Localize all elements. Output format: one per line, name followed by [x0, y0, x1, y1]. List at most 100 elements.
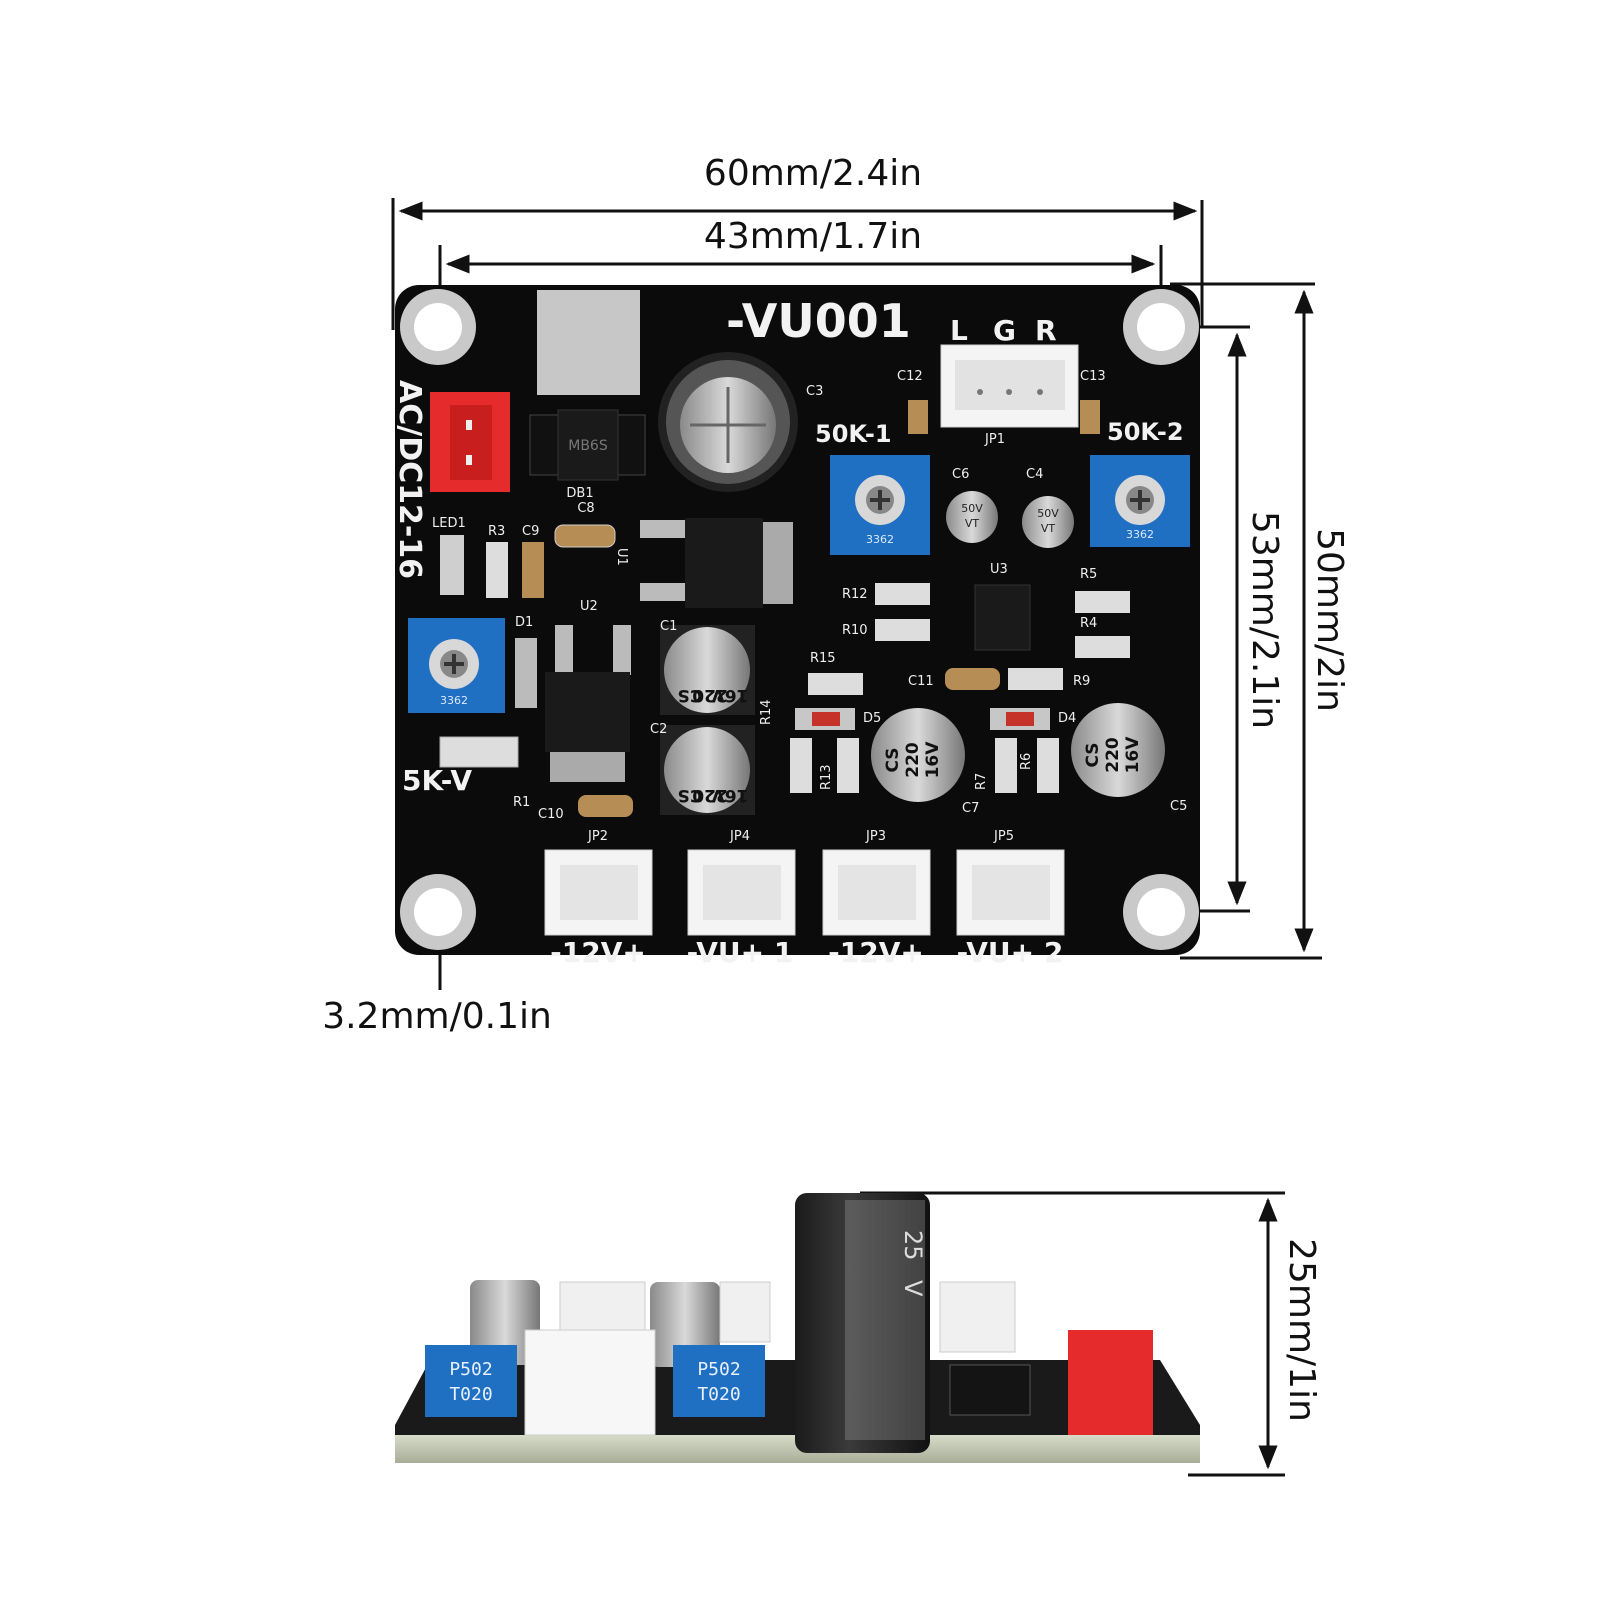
- ref-c7: C7: [962, 801, 979, 816]
- smd-c8: [554, 524, 616, 548]
- side-power-connector: [1068, 1330, 1153, 1435]
- ref-c11: C11: [908, 674, 934, 689]
- side-pot-left: P502 T020: [425, 1345, 517, 1417]
- ref-u1: U1: [614, 548, 629, 566]
- board-title: -VU001: [726, 294, 911, 348]
- ref-r6: R6: [1019, 753, 1034, 770]
- ref-r5: R5: [1080, 567, 1097, 582]
- capacitor-c1: CS 220 16V: [660, 625, 755, 715]
- side-cap-text-2: V: [899, 1280, 927, 1297]
- smd-r7: [995, 738, 1017, 793]
- capacitor-c3: [658, 352, 798, 492]
- ref-c4: C4: [1026, 467, 1043, 482]
- ref-jp2: JP2: [587, 829, 608, 844]
- c7-text-2: 220: [903, 742, 923, 778]
- side-cap-text-1: 25: [899, 1230, 927, 1261]
- ref-r12: R12: [842, 587, 868, 602]
- side-dimension-lines: [860, 1191, 1285, 1477]
- smd-c13: [1080, 400, 1100, 434]
- ref-jp5: JP5: [993, 829, 1014, 844]
- c1-text-3: 16V: [711, 685, 749, 705]
- jp2-label: -12V+: [550, 936, 646, 969]
- diode-d5-body: [812, 712, 840, 726]
- ref-c6: C6: [952, 467, 969, 482]
- connector-jp2: [544, 849, 653, 936]
- pot-50k1-label: 50K-1: [815, 420, 892, 448]
- connector-jp5: [956, 849, 1065, 936]
- label-g: G: [993, 314, 1016, 347]
- smd-r5: [1075, 591, 1130, 613]
- smd-c9: [522, 542, 544, 598]
- pot-50k2: 3362: [1090, 455, 1190, 547]
- ref-db1: DB1: [566, 486, 593, 501]
- c1-text-1: CS: [677, 685, 702, 705]
- c5-text-1: CS: [1083, 742, 1103, 767]
- ref-c12: C12: [897, 369, 923, 384]
- height-holes-label: 53mm/2.1in: [1244, 511, 1285, 729]
- smd-c12: [908, 400, 928, 434]
- c7-text-1: CS: [883, 747, 903, 772]
- side-ic: [949, 1364, 1031, 1416]
- ref-r14: R14: [759, 699, 774, 725]
- c2-text-2: 220: [692, 785, 728, 805]
- capacitor-c2: CS 220 16V: [660, 725, 755, 815]
- regulator-u2: [545, 625, 631, 782]
- pcb-top-view: -VU001 L G R JP1 C12 C13 50K-1 50K-2 AC/…: [392, 285, 1200, 969]
- side-pot-right-text-2: T020: [697, 1384, 740, 1405]
- side-cap-big: 25 V: [795, 1193, 930, 1453]
- ref-r4: R4: [1080, 616, 1097, 631]
- bridge-rectifier-db1: MB6S: [529, 409, 646, 481]
- pot-50k1: 3362: [830, 455, 930, 555]
- side-connector-front: [524, 1329, 656, 1436]
- smd-led1: [440, 535, 464, 595]
- ref-jp1: JP1: [984, 432, 1005, 447]
- mounting-hole-tr: [1123, 289, 1199, 365]
- capacitor-c4: 50V VT: [1022, 496, 1074, 548]
- ref-d4: D4: [1058, 711, 1076, 726]
- pot-5kv-code: 3362: [440, 694, 468, 707]
- ref-u2: U2: [580, 599, 598, 614]
- side-connector-back-2: [719, 1281, 771, 1343]
- capacitor-c6: 50V VT: [946, 491, 998, 543]
- mounting-hole-br: [1123, 874, 1199, 950]
- connector-jp3: [822, 849, 931, 936]
- side-connector-back-3: [939, 1281, 1016, 1353]
- jp5-label: -VU+ 2: [957, 936, 1064, 969]
- ref-u3: U3: [990, 562, 1008, 577]
- ref-jp4: JP4: [729, 829, 750, 844]
- board-height-label: 25mm/1in: [1281, 1238, 1322, 1422]
- ref-c3: C3: [806, 384, 823, 399]
- c4-text-1: 50V: [1037, 507, 1059, 520]
- connector-jp1: [940, 344, 1079, 428]
- pot-50k2-code: 3362: [1126, 528, 1154, 541]
- width-holes-label: 43mm/1.7in: [704, 216, 922, 257]
- regulator-u1: [640, 518, 793, 608]
- smd-r4: [1075, 636, 1130, 658]
- ref-r13: R13: [819, 764, 834, 790]
- smd-r13: [837, 738, 859, 793]
- ref-c10: C10: [538, 807, 564, 822]
- mounting-hole-tl: [400, 289, 476, 365]
- capacitor-c5: CS 220 16V: [1071, 703, 1165, 797]
- power-input-connector: [430, 392, 510, 492]
- ref-r7: R7: [974, 773, 989, 790]
- ref-d1: D1: [515, 615, 533, 630]
- pot-5kv-label: 5K-V: [402, 764, 472, 797]
- diode-d4-body: [1006, 712, 1034, 726]
- c6-text-2: VT: [965, 517, 980, 530]
- ref-c8: C8: [577, 501, 594, 516]
- pcb-side-view: 25mm/1in P502 T020 P502 T020 25 V: [395, 1191, 1322, 1477]
- input-voltage-label: AC/DC12-16: [392, 380, 427, 579]
- c6-text-1: 50V: [961, 502, 983, 515]
- smd-r14: [790, 738, 812, 793]
- mounting-holes: [400, 289, 1199, 950]
- side-pot-left-text-2: T020: [449, 1384, 492, 1405]
- pot-50k2-label: 50K-2: [1107, 418, 1184, 446]
- side-cap-back-1: [470, 1280, 540, 1365]
- blanked-logo-area: [537, 290, 640, 395]
- side-pot-right-text-1: P502: [697, 1359, 740, 1380]
- ref-c13: C13: [1080, 369, 1106, 384]
- pot-50k1-code: 3362: [866, 533, 894, 546]
- c1-text-2: 220: [692, 685, 728, 705]
